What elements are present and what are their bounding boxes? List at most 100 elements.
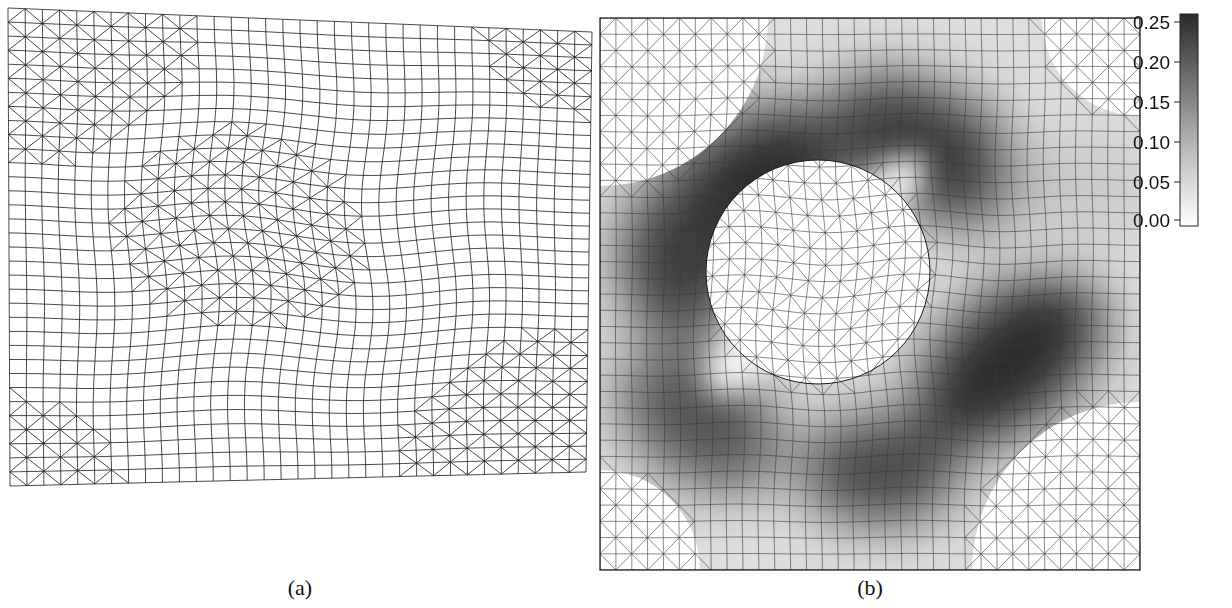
mesh-line [1010,18,1015,570]
mesh-line [600,193,1140,200]
mesh-line [600,98,1140,101]
mesh-line [9,242,589,256]
mesh-line [771,18,778,570]
mesh-line [740,18,746,570]
mesh-line [962,18,969,570]
mesh-line [9,188,590,202]
mesh-line [600,553,1140,555]
mesh-line [709,18,714,570]
mesh-line [600,454,1140,459]
mesh-line [600,50,1140,51]
mesh-line [10,381,588,389]
mesh-line [9,256,589,270]
mesh-line [631,18,632,570]
mesh-line [125,13,133,483]
mesh-line [10,472,586,486]
mesh-line [1091,18,1093,570]
mesh-line [834,18,842,570]
mesh-line [600,145,1140,150]
mesh-line [600,421,1140,427]
mesh-line [379,24,390,477]
mesh-line [344,22,356,478]
colorbar-value: 0.20 [1133,53,1170,72]
colorbar-value: 0.05 [1133,173,1170,192]
mesh-line [1123,18,1125,570]
mesh-line [10,407,587,416]
mesh-line [600,274,1140,282]
undeformed-mesh [600,18,1140,570]
colorbar-value: 0.25 [1133,13,1170,32]
mesh-line [600,290,1140,298]
mesh-line [600,438,1140,443]
mesh-line [10,420,587,430]
mesh-line [600,306,1140,314]
mesh-line [678,18,681,570]
mesh-line [647,18,649,570]
mesh-line [803,18,810,570]
colorbar-value: 0.15 [1133,93,1170,112]
mesh-line [819,18,827,570]
mesh-line [882,18,890,570]
mesh-line [600,388,1140,395]
panel-border [600,18,1140,570]
deformed-mesh [8,8,592,486]
mesh-line [310,21,323,479]
mesh-line [396,24,406,476]
mesh-line [10,353,588,362]
mesh-line [787,18,794,570]
mesh-line [9,270,589,283]
mesh-line [8,106,590,122]
mesh-line [242,18,254,480]
contour-shading [600,18,1140,570]
mesh-line [569,31,575,472]
mesh-line [600,487,1140,490]
mesh-line [600,372,1140,379]
panel-label: (b) [857,577,883,599]
mesh-line [9,311,588,322]
mesh-line [994,18,1000,570]
mesh-line [600,258,1140,266]
mesh-line [58,10,62,485]
mesh-line [850,18,858,570]
mesh-line [725,18,730,570]
mesh-line [362,23,374,478]
mesh-line [1108,18,1109,570]
mesh-line [108,12,115,483]
mesh-line [535,30,540,473]
colorbar-value: 0.10 [1133,133,1170,152]
panel-label: (a) [288,577,312,599]
mesh-line [9,325,588,336]
mesh-line [9,297,588,309]
colorbar [1180,14,1198,226]
mesh-line [8,78,591,96]
mesh-line [191,16,202,482]
mesh-line [9,175,590,189]
mesh-line [8,9,592,486]
mesh-line [600,18,1140,570]
mesh-line [600,66,1140,68]
mesh-line [10,459,586,472]
mesh-line [431,26,440,476]
mesh-line [208,17,219,482]
mesh-line [1027,18,1032,570]
mesh-line [600,242,1140,249]
mesh-line [600,209,1140,216]
mesh-line [946,18,953,570]
mesh-line [225,17,237,480]
mesh-line [10,433,587,444]
mesh-line [158,14,168,482]
mesh-line [600,161,1140,167]
mesh-line [9,339,587,349]
mesh-line [600,520,1140,522]
hole-outlines [706,160,930,384]
colorbar-ticks [1174,22,1180,220]
mesh-line [600,537,1140,538]
mesh-line [8,92,591,109]
mesh-line [327,21,339,478]
mesh-line [1059,18,1062,570]
mesh-line [600,226,1140,233]
mesh-line [600,129,1140,134]
mesh-line [259,19,271,480]
colorbar-value: 0.00 [1133,211,1170,230]
